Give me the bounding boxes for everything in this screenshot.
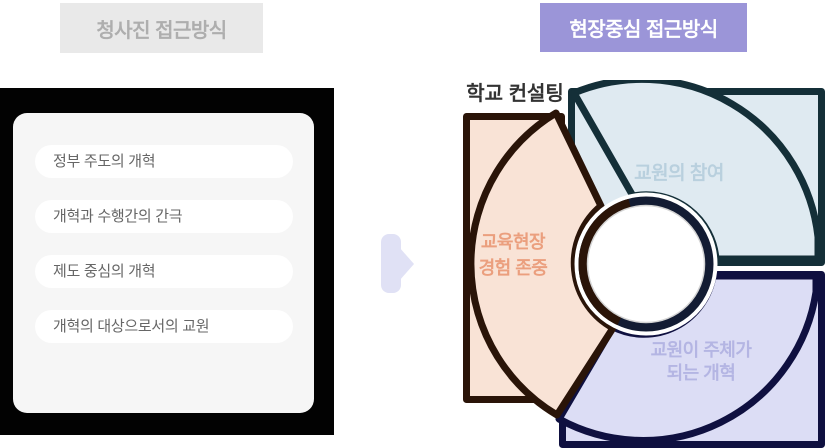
blueprint-panel: 정부 주도의 개혁 개혁과 수행간의 간극 제도 중심의 개혁 개혁의 대상으로… <box>0 88 334 435</box>
label-teacher-participation: 교원의 참여 <box>634 163 724 184</box>
label-line: 교육현장 <box>480 232 546 252</box>
blueprint-approach-header: 청사진 접근방식 <box>60 3 263 53</box>
center-hub <box>574 192 718 336</box>
hub-label-school-consulting: 학교 컨설팅 <box>466 83 564 105</box>
label-line: 교원이 주체가 <box>650 340 752 360</box>
list-item: 개혁의 대상으로서의 교원 <box>35 310 293 343</box>
label-field-experience: 교육현장 경험 존중 <box>457 229 569 281</box>
list-item: 정부 주도의 개혁 <box>35 145 293 178</box>
list-item: 제도 중심의 개혁 <box>35 255 293 288</box>
label-line: 되는 개혁 <box>666 363 736 383</box>
flow-arrow-icon <box>381 234 414 293</box>
cycle-diagram-graphic <box>463 80 825 448</box>
label-teacher-led-reform: 교원이 주체가 되는 개혁 <box>641 339 761 385</box>
field-centered-approach-header: 현장중심 접근방식 <box>540 3 747 52</box>
school-consulting-diagram: 교육현장 경험 존중 교원의 참여 교원이 주체가 되는 개혁 학교 컨설팅 <box>455 80 827 448</box>
segment-teacher-led-reform-shape <box>555 271 825 448</box>
label-line: 경험 존중 <box>478 258 548 278</box>
segment-field-experience-shape <box>463 109 617 419</box>
list-item: 개혁과 수행간의 간극 <box>35 200 293 233</box>
blueprint-list: 정부 주도의 개혁 개혁과 수행간의 간극 제도 중심의 개혁 개혁의 대상으로… <box>13 113 314 413</box>
